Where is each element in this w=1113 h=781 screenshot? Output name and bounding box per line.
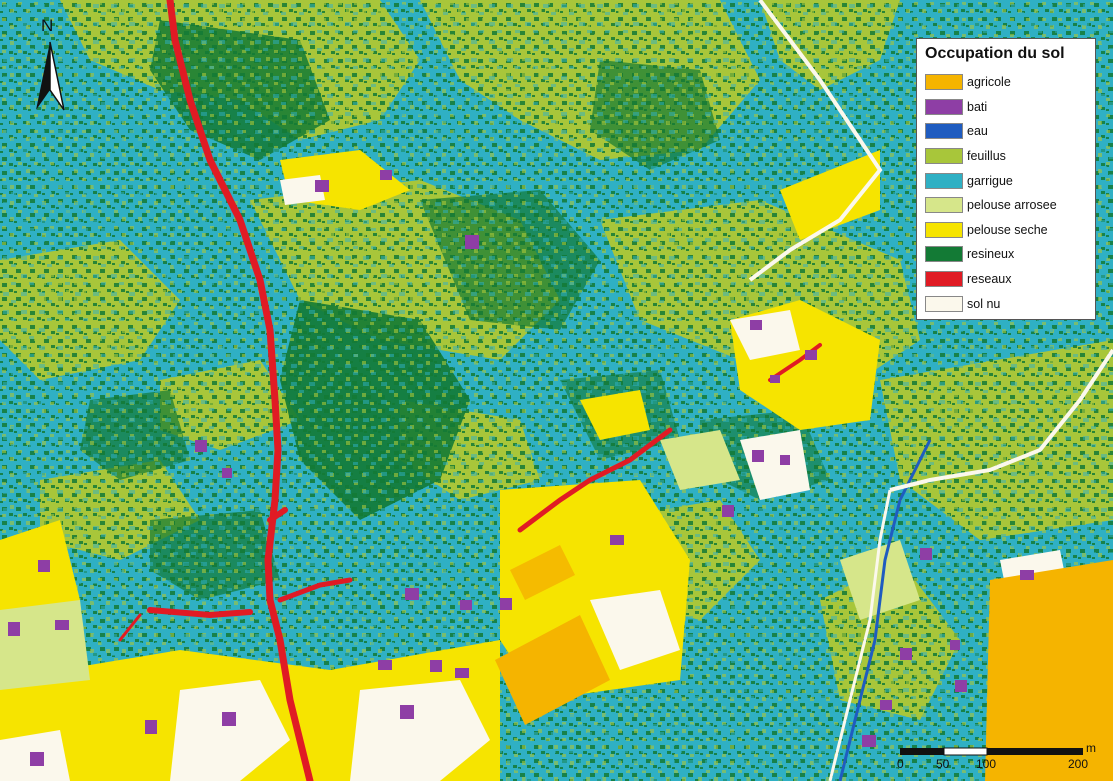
- scale-tick-200: 200: [1068, 757, 1089, 771]
- eau-lines: [838, 439, 932, 781]
- legend-label: reseaux: [967, 272, 1012, 287]
- scale-tick-50: 50: [936, 757, 950, 771]
- legend-item-agricole: agricole: [925, 70, 1087, 95]
- scale-tick-100: 100: [976, 757, 997, 771]
- legend-swatch: [925, 246, 963, 263]
- legend-item-sol-nu: sol nu: [925, 291, 1087, 316]
- legend-item-feuillus: feuillus: [925, 144, 1087, 169]
- legend-swatch: [925, 271, 963, 288]
- legend-label: feuillus: [967, 149, 1006, 164]
- scale-bar-graphic: [900, 747, 1083, 756]
- legend-title: Occupation du sol: [925, 45, 1065, 62]
- legend-label: pelouse seche: [967, 222, 1048, 237]
- legend-items: agricole bati eau feuillus garrigue pelouse a…: [925, 70, 1087, 316]
- legend-item-pelouse-arrosee: pelouse arrosee: [925, 193, 1087, 218]
- legend-swatch: [925, 172, 963, 189]
- legend-item-eau: eau: [925, 119, 1087, 144]
- north-arrow-letter: N: [41, 16, 54, 35]
- legend-swatch: [925, 98, 963, 115]
- scale-bar: 0 50 100 200 m: [896, 741, 1096, 777]
- legend-swatch: [925, 123, 963, 140]
- legend: Occupation du sol agricole bati eau feuillu…: [916, 38, 1096, 320]
- legend-swatch: [925, 74, 963, 91]
- legend-item-bati: bati: [925, 95, 1087, 120]
- legend-swatch: [925, 295, 963, 312]
- legend-item-pelouse-seche: pelouse seche: [925, 218, 1087, 243]
- sol-nu-areas: [0, 175, 1070, 781]
- legend-label: pelouse arrosee: [967, 198, 1057, 213]
- reseaux-lines: [118, 0, 822, 781]
- legend-label: resineux: [967, 247, 1015, 262]
- scale-unit: m: [1086, 741, 1096, 755]
- legend-item-resineux: resineux: [925, 242, 1087, 267]
- legend-swatch: [925, 148, 963, 165]
- agricole-areas: [495, 545, 1113, 781]
- legend-label: agricole: [967, 75, 1011, 90]
- legend-swatch: [925, 221, 963, 238]
- scale-tick-0: 0: [897, 757, 904, 771]
- legend-item-garrigue: garrigue: [925, 168, 1087, 193]
- white-road: [748, 0, 1113, 781]
- legend-swatch: [925, 197, 963, 214]
- legend-label: sol nu: [967, 296, 1001, 311]
- legend-label: garrigue: [967, 173, 1013, 188]
- bati-buildings: [8, 170, 1034, 766]
- legend-label: eau: [967, 124, 988, 139]
- north-arrow-icon: [36, 41, 65, 111]
- legend-label: bati: [967, 99, 988, 114]
- legend-item-reseaux: reseaux: [925, 267, 1087, 292]
